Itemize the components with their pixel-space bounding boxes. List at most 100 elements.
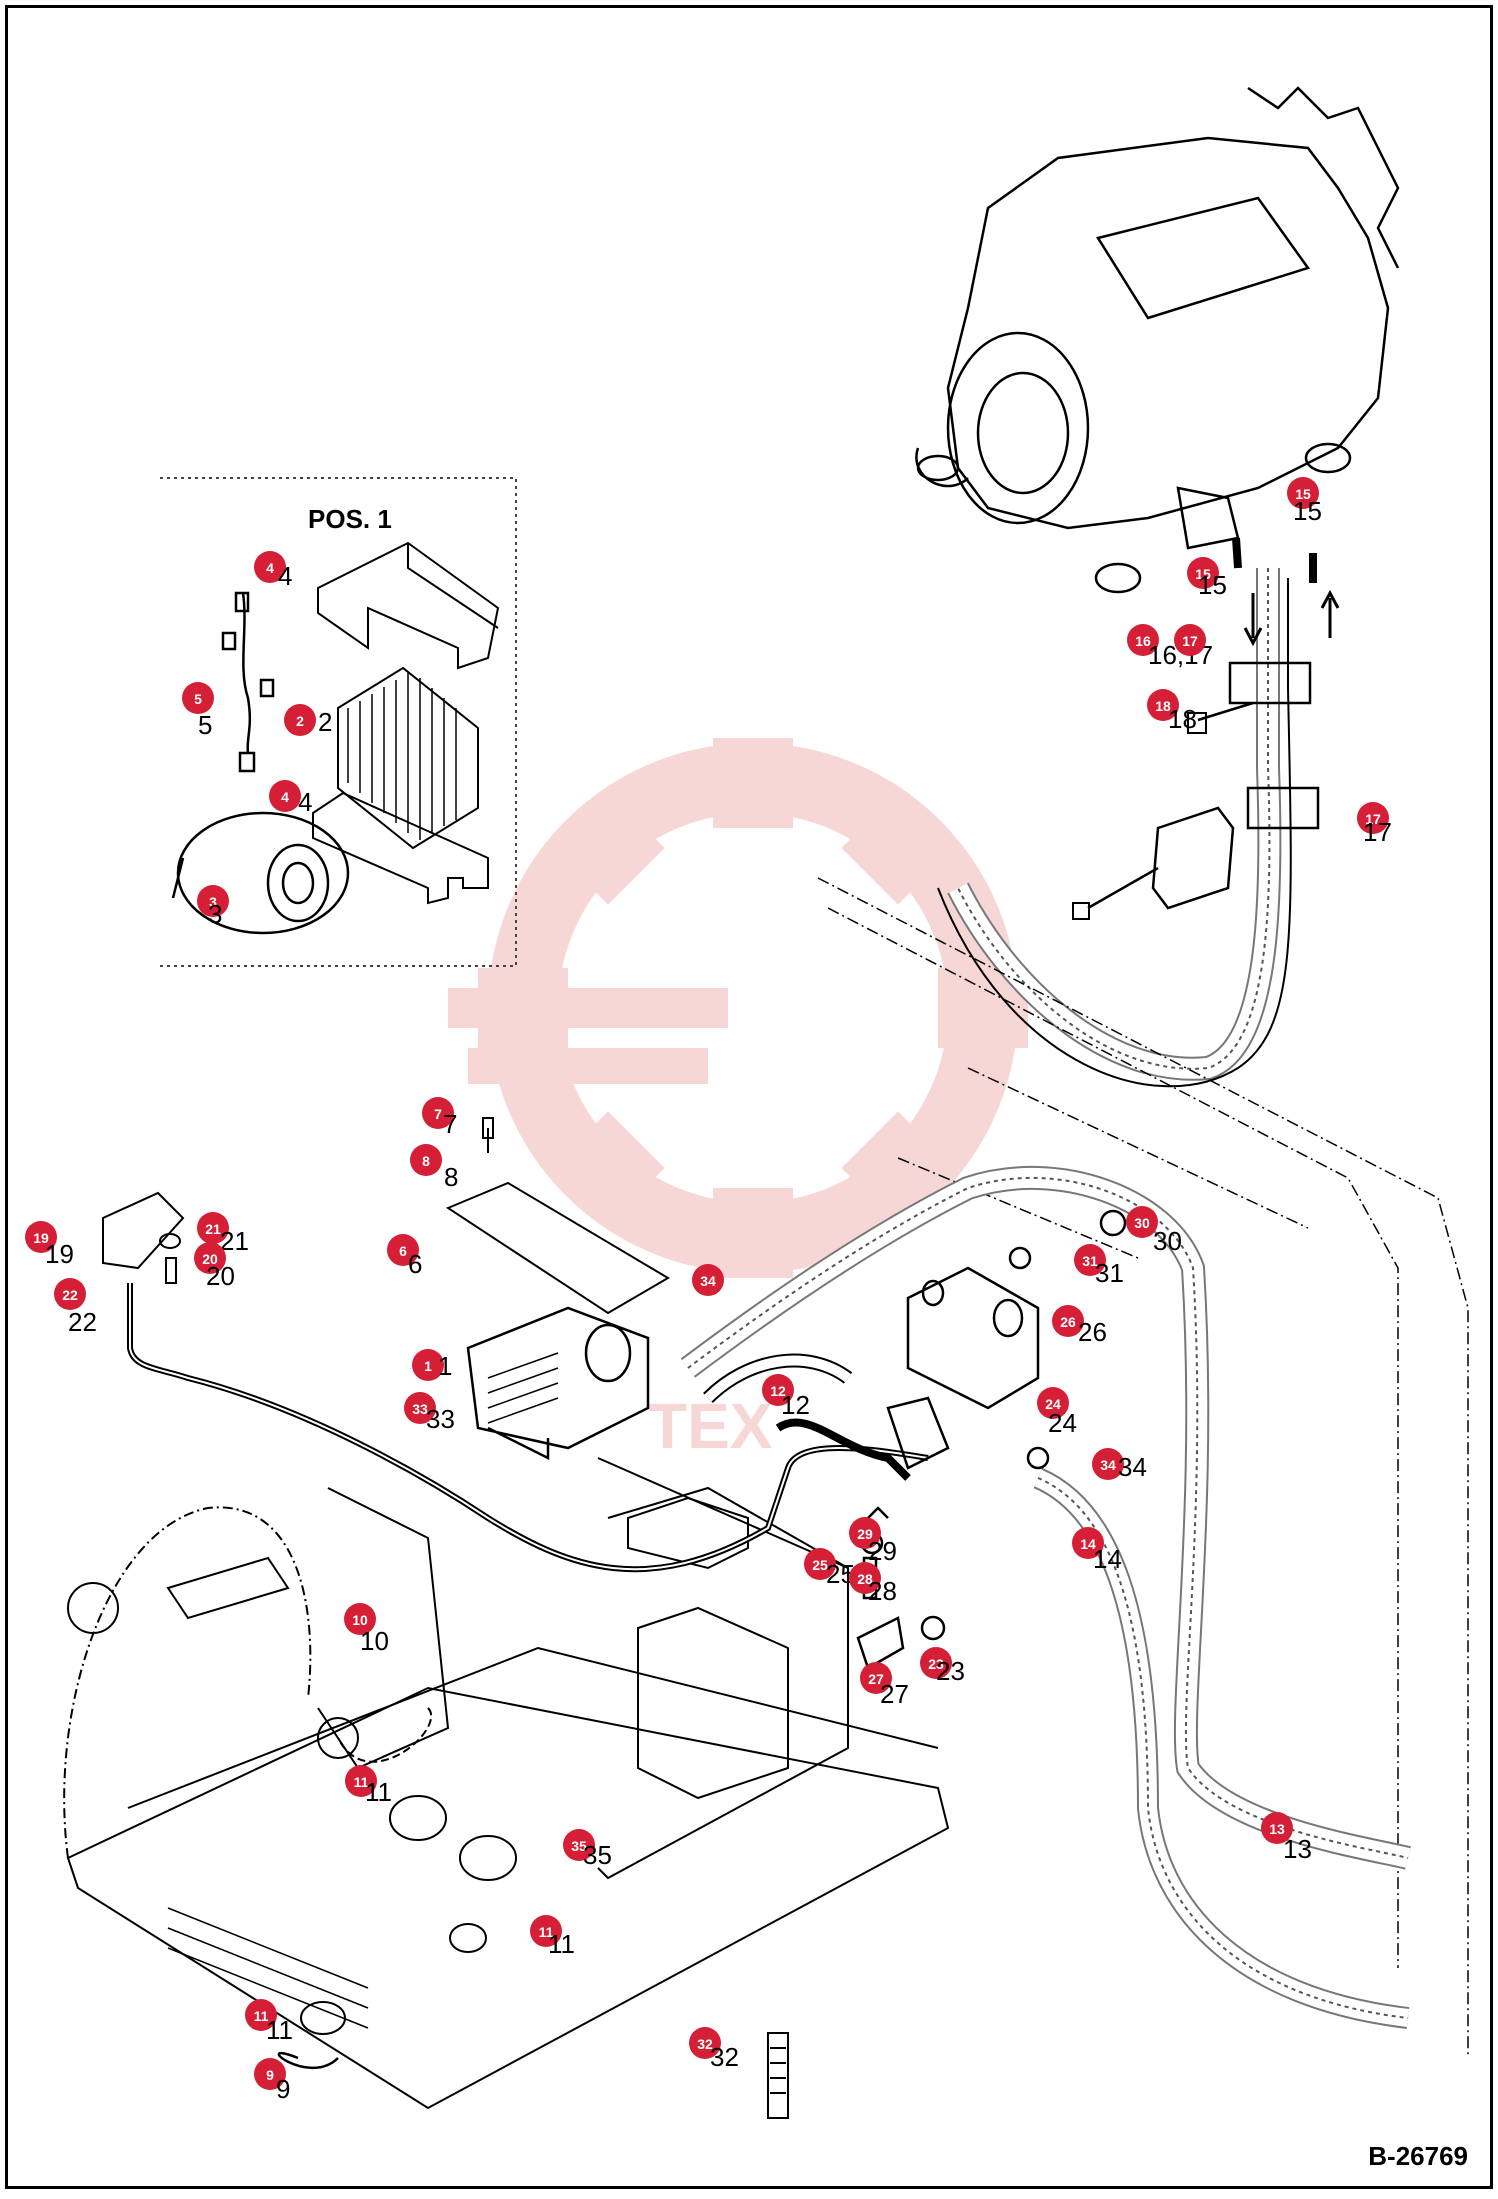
callout-9: 9 [254, 2058, 286, 2090]
callout-badge-25 [804, 1548, 836, 1580]
callout-badge-number-34b: 34 [1100, 1457, 1116, 1473]
bracket-19 [102, 1191, 185, 1284]
part-number-7: 7 [443, 1109, 457, 1139]
callout-34b: 34 [1092, 1448, 1124, 1480]
callout-badge-number-33: 33 [412, 1401, 428, 1417]
callout-18: 18 [1147, 689, 1179, 721]
callout-16: 16 [1127, 624, 1159, 656]
part-number-32: 32 [710, 2042, 739, 2072]
callout-27: 27 [860, 1662, 892, 1694]
water-valve [856, 1209, 1127, 1670]
callout-badge-number-7: 7 [434, 1106, 442, 1122]
callout-badge-11b [530, 1915, 562, 1947]
callout-badge-number-32: 32 [697, 2036, 713, 2052]
part-number-29: 29 [868, 1536, 897, 1566]
callout-2: 2 [284, 704, 316, 736]
callout-badge-34b [1092, 1448, 1124, 1480]
part-number-24: 24 [1048, 1408, 1077, 1438]
part-number-35: 35 [583, 1840, 612, 1870]
callout-10: 10 [344, 1603, 376, 1635]
callout-badge-5 [182, 682, 214, 714]
callout-badge-8 [410, 1144, 442, 1176]
part-number-26: 26 [1078, 1317, 1107, 1347]
callout-badge-number-26: 26 [1060, 1314, 1076, 1330]
callout-badge-35 [563, 1829, 595, 1861]
callout-badge-18 [1147, 689, 1179, 721]
callout-15a: 15 [1287, 477, 1319, 509]
part-number-14: 14 [1093, 1544, 1122, 1574]
part-number-8: 8 [444, 1162, 458, 1192]
part-number-22: 22 [68, 1307, 97, 1337]
callout-badge-11a [345, 1765, 377, 1797]
part-number-1: 1 [438, 1351, 452, 1381]
callout-badge-number-21: 21 [205, 1221, 221, 1237]
part-number-21: 21 [220, 1226, 249, 1256]
callout-28: 28 [849, 1562, 881, 1594]
callout-badge-15b [1187, 557, 1219, 589]
part-number-28: 28 [868, 1576, 897, 1606]
callout-badge-15a [1287, 477, 1319, 509]
callout-4a: 4 [254, 551, 286, 583]
callout-badge-number-1: 1 [424, 1358, 432, 1374]
callout-badge-number-4a: 4 [266, 560, 274, 576]
callout-17a: 17 [1174, 624, 1206, 656]
part-number-11a: 11 [365, 1777, 392, 1807]
callout-badge-19 [25, 1221, 57, 1253]
callout-badge-31 [1074, 1244, 1106, 1276]
callout-11a: 11 [345, 1765, 377, 1797]
part-number-20: 20 [206, 1261, 235, 1291]
callout-badge-16 [1127, 624, 1159, 656]
callout-badge-number-6: 6 [399, 1243, 407, 1259]
callout-14: 14 [1072, 1527, 1104, 1559]
part-number-12: 12 [781, 1390, 810, 1420]
drain-hose [127, 1283, 929, 1573]
callout-badge-number-15a: 15 [1295, 486, 1311, 502]
callout-3: 3 [197, 885, 229, 917]
callout-badge-number-31: 31 [1082, 1253, 1098, 1269]
part-number-4b: 4 [298, 787, 312, 817]
callout-badge-17a [1174, 624, 1206, 656]
drawing-code: B-26769 [1368, 2141, 1468, 2171]
part-number-2: 2 [318, 707, 332, 737]
callout-badge-34a [692, 1264, 724, 1296]
callout-badge-29 [849, 1517, 881, 1549]
callout-badge-number-2: 2 [296, 713, 304, 729]
callout-badge-number-5: 5 [194, 691, 202, 707]
callout-badge-1 [412, 1349, 444, 1381]
callout-badge-number-27: 27 [868, 1671, 884, 1687]
callout-badge-28 [849, 1562, 881, 1594]
callout-26: 26 [1052, 1305, 1084, 1337]
callout-badge-number-25: 25 [812, 1557, 828, 1573]
callout-badge-number-34a: 34 [700, 1273, 716, 1289]
callout-badge-23 [920, 1647, 952, 1679]
callout-badge-number-35: 35 [571, 1838, 587, 1854]
part-number-4a: 4 [278, 561, 292, 591]
callout-4b: 4 [269, 780, 301, 812]
callout-23: 23 [920, 1647, 952, 1679]
parts-diagram: TEX POS. 1 [25, 86, 1469, 2119]
part-number-31: 31 [1095, 1258, 1124, 1288]
cover-plate [445, 1117, 670, 1315]
callout-badge-number-4b: 4 [281, 789, 289, 805]
callout-8: 8 [410, 1144, 442, 1176]
guide-lines [817, 877, 1469, 2058]
blower-motor-part [171, 811, 350, 935]
callout-badge-number-11c: 11 [254, 2008, 269, 2024]
engine-hose-bundle [937, 537, 1340, 1088]
callout-22: 22 [54, 1278, 86, 1310]
callout-badge-number-10: 10 [352, 1612, 368, 1628]
callout-31: 31 [1074, 1244, 1106, 1276]
part-number-34b: 34 [1118, 1452, 1147, 1482]
watermark-gear-logo: TEX [448, 738, 1028, 1462]
part-number-15b: 15 [1198, 570, 1227, 600]
callout-badge-21 [197, 1212, 229, 1244]
engine-illustration [915, 86, 1400, 594]
callout-badge-number-16: 16 [1135, 633, 1151, 649]
callout-25: 25 [804, 1548, 836, 1580]
callout-badge-3 [197, 885, 229, 917]
callout-35: 35 [563, 1829, 595, 1861]
callout-33: 33 [404, 1392, 436, 1424]
callout-11c: 11 [245, 1999, 277, 2031]
part-number-30: 30 [1153, 1226, 1182, 1256]
part-number-18: 18 [1168, 704, 1197, 734]
